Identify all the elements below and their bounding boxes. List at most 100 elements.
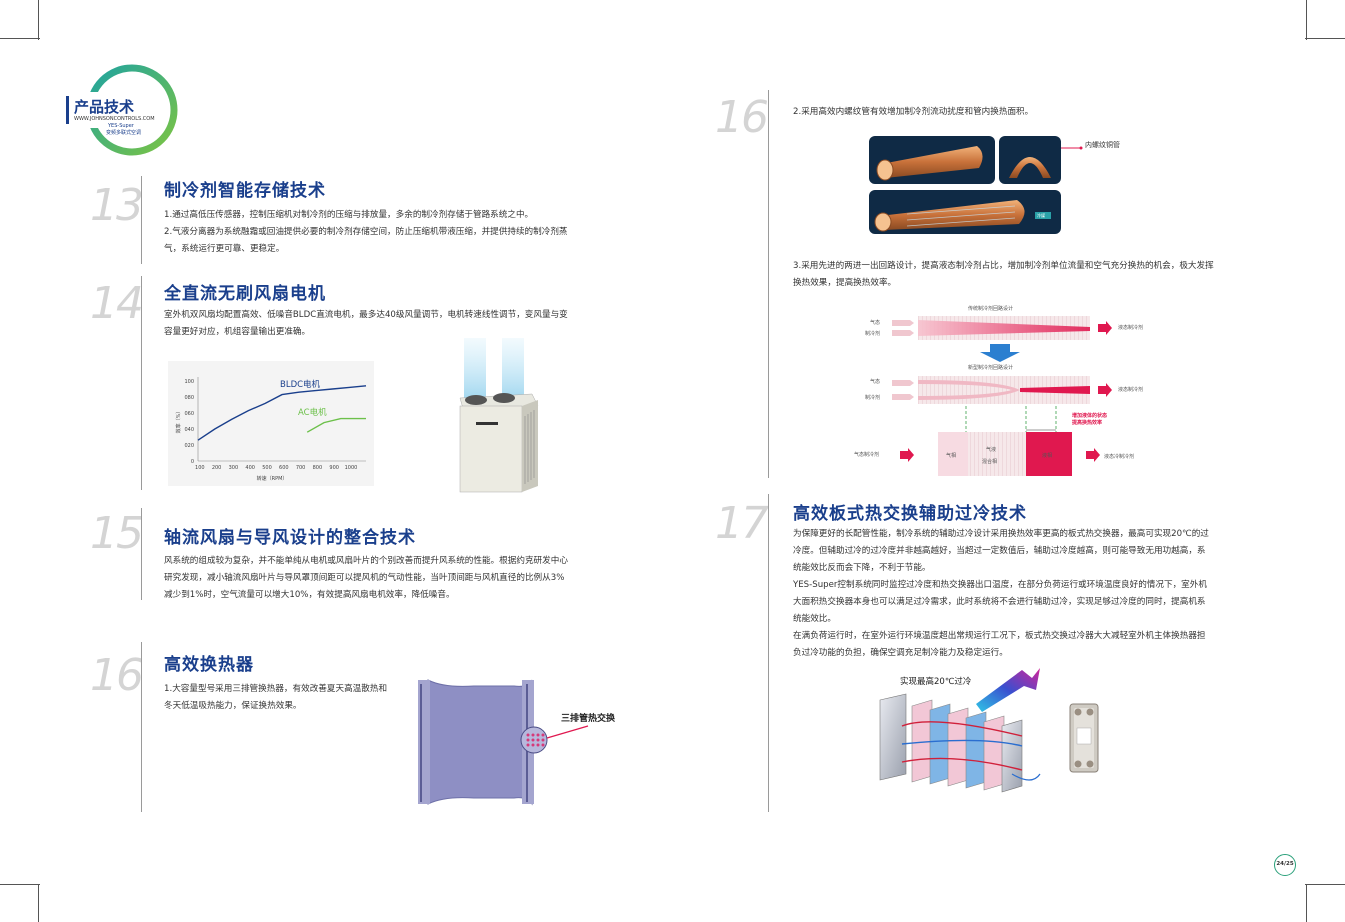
body-line: 风系统的组成较为复杂，并不能单纯从电机或风扇叶片的个别改善而提升风系统的性能。根…: [164, 556, 568, 566]
body-line: 气，系统运行更可靠、更稳定。: [164, 244, 285, 254]
product-tech-logo: 产品技术 WWW.JOHNSONCONTROLS.COM YES-Super 变…: [60, 62, 180, 162]
body-line: YES-Super控制系统同时监控过冷度和热交换器出口温度，在部分负荷运行或环境…: [793, 580, 1207, 590]
x-tick-label: 600: [279, 465, 289, 471]
section-divider: [768, 90, 769, 478]
crop-mark: [1305, 884, 1345, 885]
gas-label: 气态: [870, 379, 881, 385]
series-line-bldc: [197, 385, 367, 441]
inner-groove-tube-label: 内螺纹铜管: [1085, 141, 1120, 149]
improve-efficiency-note: 提高换热效率: [1072, 420, 1103, 426]
crop-mark: [1305, 38, 1345, 39]
section-heading: 全直流无刷风扇电机: [164, 284, 326, 304]
section-divider: [141, 176, 142, 264]
x-axis-label: 转速（RPM）: [257, 475, 288, 482]
y-tick-label: 060: [184, 411, 194, 417]
section-number: 14: [90, 278, 144, 329]
liquid-refrigerant-label: 液态制冷剂: [1118, 387, 1144, 393]
body-line: 统能效比反而会下降，不利于节能。: [793, 563, 931, 573]
y-tick-label: 0: [191, 459, 194, 465]
x-tick-label: 1000: [345, 465, 358, 471]
page-number: 24/25: [1276, 861, 1294, 867]
crop-mark: [0, 38, 40, 39]
body-line: 3.采用先进的两进一出回路设计，提高液态制冷剂占比，增加制冷剂单位流量和空气充分…: [793, 261, 1214, 271]
section-body: 3.采用先进的两进一出回路设计，提高液态制冷剂占比，增加制冷剂单位流量和空气充分…: [793, 258, 1214, 292]
subcooling-label: 实现最高20℃过冷: [900, 677, 972, 687]
section-body: 2.采用高效内螺纹管有效增加制冷剂流动扰度和管内换热面积。: [793, 104, 1033, 121]
body-line: 2.采用高效内螺纹管有效增加制冷剂流动扰度和管内换热面积。: [793, 107, 1034, 117]
section-heading: 制冷剂智能存储技术: [164, 181, 326, 201]
body-line: 换热效果，提高换热效率。: [793, 278, 897, 288]
body-line: 容量更好对应，机组容量输出更准确。: [164, 327, 311, 337]
body-line: 大面积热交换器本身也可以满足过冷需求，此时系统将不会进行辅助过冷，实现足够过冷度…: [793, 597, 1206, 607]
logo-subtitle: 变频多联式空调: [106, 130, 142, 136]
refrigerant-label: 制冷剂: [865, 331, 881, 337]
gas-refrigerant-in-label: 气态制冷剂: [854, 452, 880, 458]
x-tick-label: 400: [245, 465, 255, 471]
inner-groove-tube-illustration: 内螺纹铜管 冷媒: [867, 134, 1131, 236]
section-body: 为保障更好的长配管性能，制冷系统的辅助过冷设计采用换热效率更高的板式热交换器，最…: [793, 526, 1209, 662]
gas-label: 气态: [870, 320, 881, 326]
body-line: 1.通过高低压传感器，控制压缩机对制冷剂的压缩与排放量，多余的制冷剂存储于管路系…: [164, 210, 534, 220]
body-line: 2.气液分离器为系统融霜或回油提供必要的制冷剂存储空间，防止压缩机带液压缩，并提…: [164, 227, 568, 237]
crop-mark: [1306, 0, 1307, 40]
section-heading: 高效换热器: [164, 655, 254, 675]
body-line: 冬天低温吸热能力，保证换热效果。: [164, 701, 302, 711]
page-number-badge: 24/25: [1274, 854, 1296, 876]
traditional-circuit-title: 传统制冷剂回路设计: [968, 306, 1014, 312]
gas-phase-label: 气相: [946, 453, 957, 459]
liquid-phase-label: 液相: [1042, 453, 1053, 459]
new-circuit-title: 新型制冷剂回路设计: [968, 365, 1014, 371]
body-line: 负过冷功能的负担，确保空调充足制冷能力及稳定运行。: [793, 648, 1008, 658]
section-number: 17: [715, 498, 769, 549]
body-line: 室外机双风扇均配置高效、低噪音BLDC直流电机，最多达40级风量调节，电机转速线…: [164, 310, 568, 320]
section-number: 16: [90, 650, 144, 701]
section-number: 13: [90, 180, 144, 231]
logo-product: YES-Super: [108, 123, 134, 129]
y-axis-label: 效率（%）: [175, 409, 182, 434]
logo-title: 产品技术: [74, 98, 135, 116]
body-line: 冷度。但辅助过冷的过冷度并非越高越好，当超过一定数值后，辅助过冷度越高，则可能导…: [793, 546, 1206, 556]
outdoor-unit-illustration: [452, 336, 542, 496]
section-body: 1.通过高低压传感器，控制压缩机对制冷剂的压缩与排放量，多余的制冷剂存储于管路系…: [164, 207, 568, 258]
x-tick-label: 300: [229, 465, 239, 471]
body-line: 研究发现，减小轴流风扇叶片与导风罩顶间距可以提风机的气动性能，当叶顶间距与风机直…: [164, 573, 565, 583]
x-tick-label: 500: [262, 465, 272, 471]
body-line: 在满负荷运行时，在室外运行环境温度超出常规运行工况下，板式热交换过冷器大大减轻室…: [793, 631, 1206, 641]
series-line-ac: [306, 417, 366, 433]
crop-mark: [38, 884, 39, 922]
mixed-phase-label-2: 混合相: [982, 459, 998, 465]
heat-exchanger-illustration: 三排管热交换: [414, 678, 624, 808]
liquid-cold-refrigerant-label: 液态冷制冷剂: [1104, 454, 1135, 460]
section-number: 15: [90, 508, 144, 559]
series-label: AC电机: [298, 407, 327, 418]
x-tick-label: 900: [329, 465, 339, 471]
liquid-refrigerant-label: 液态制冷剂: [1118, 325, 1144, 331]
logo-ring-graphic: [62, 64, 178, 156]
y-tick-label: 100: [184, 379, 194, 385]
crop-mark: [38, 0, 39, 40]
refrigerant-tag: 冷媒: [1037, 213, 1045, 218]
section-body: 风系统的组成较为复杂，并不能单纯从电机或风扇叶片的个别改善而提升风系统的性能。根…: [164, 553, 568, 604]
logo-url: WWW.JOHNSONCONTROLS.COM: [74, 116, 155, 122]
plate-exchanger-product: [1066, 702, 1102, 774]
section-divider: [141, 642, 142, 812]
x-tick-label: 800: [313, 465, 323, 471]
crop-mark: [1306, 884, 1307, 922]
increase-liquid-note: 增加液体的状态: [1072, 413, 1108, 419]
x-tick-label: 100: [195, 465, 205, 471]
y-tick-label: 080: [184, 395, 194, 401]
crop-mark: [0, 884, 40, 885]
x-tick-label: 200: [212, 465, 222, 471]
x-tick-label: 700: [296, 465, 306, 471]
refrigerant-label: 制冷剂: [865, 395, 881, 401]
body-line: 减少到1%时，空气流量可以增大10%，有效提高风扇电机效率，降低噪音。: [164, 590, 455, 600]
series-label: BLDC电机: [280, 379, 321, 390]
section-heading: 高效板式热交换辅助过冷技术: [793, 504, 1027, 524]
section-heading: 轴流风扇与导风设计的整合技术: [164, 528, 416, 548]
section-body: 1.大容量型号采用三排管换热器，有效改善夏天高温散热和 冬天低温吸热能力，保证换…: [164, 681, 387, 715]
y-tick-label: 020: [184, 443, 194, 449]
section-divider: [768, 494, 769, 812]
three-row-exchanger-label: 三排管热交换: [561, 714, 616, 724]
